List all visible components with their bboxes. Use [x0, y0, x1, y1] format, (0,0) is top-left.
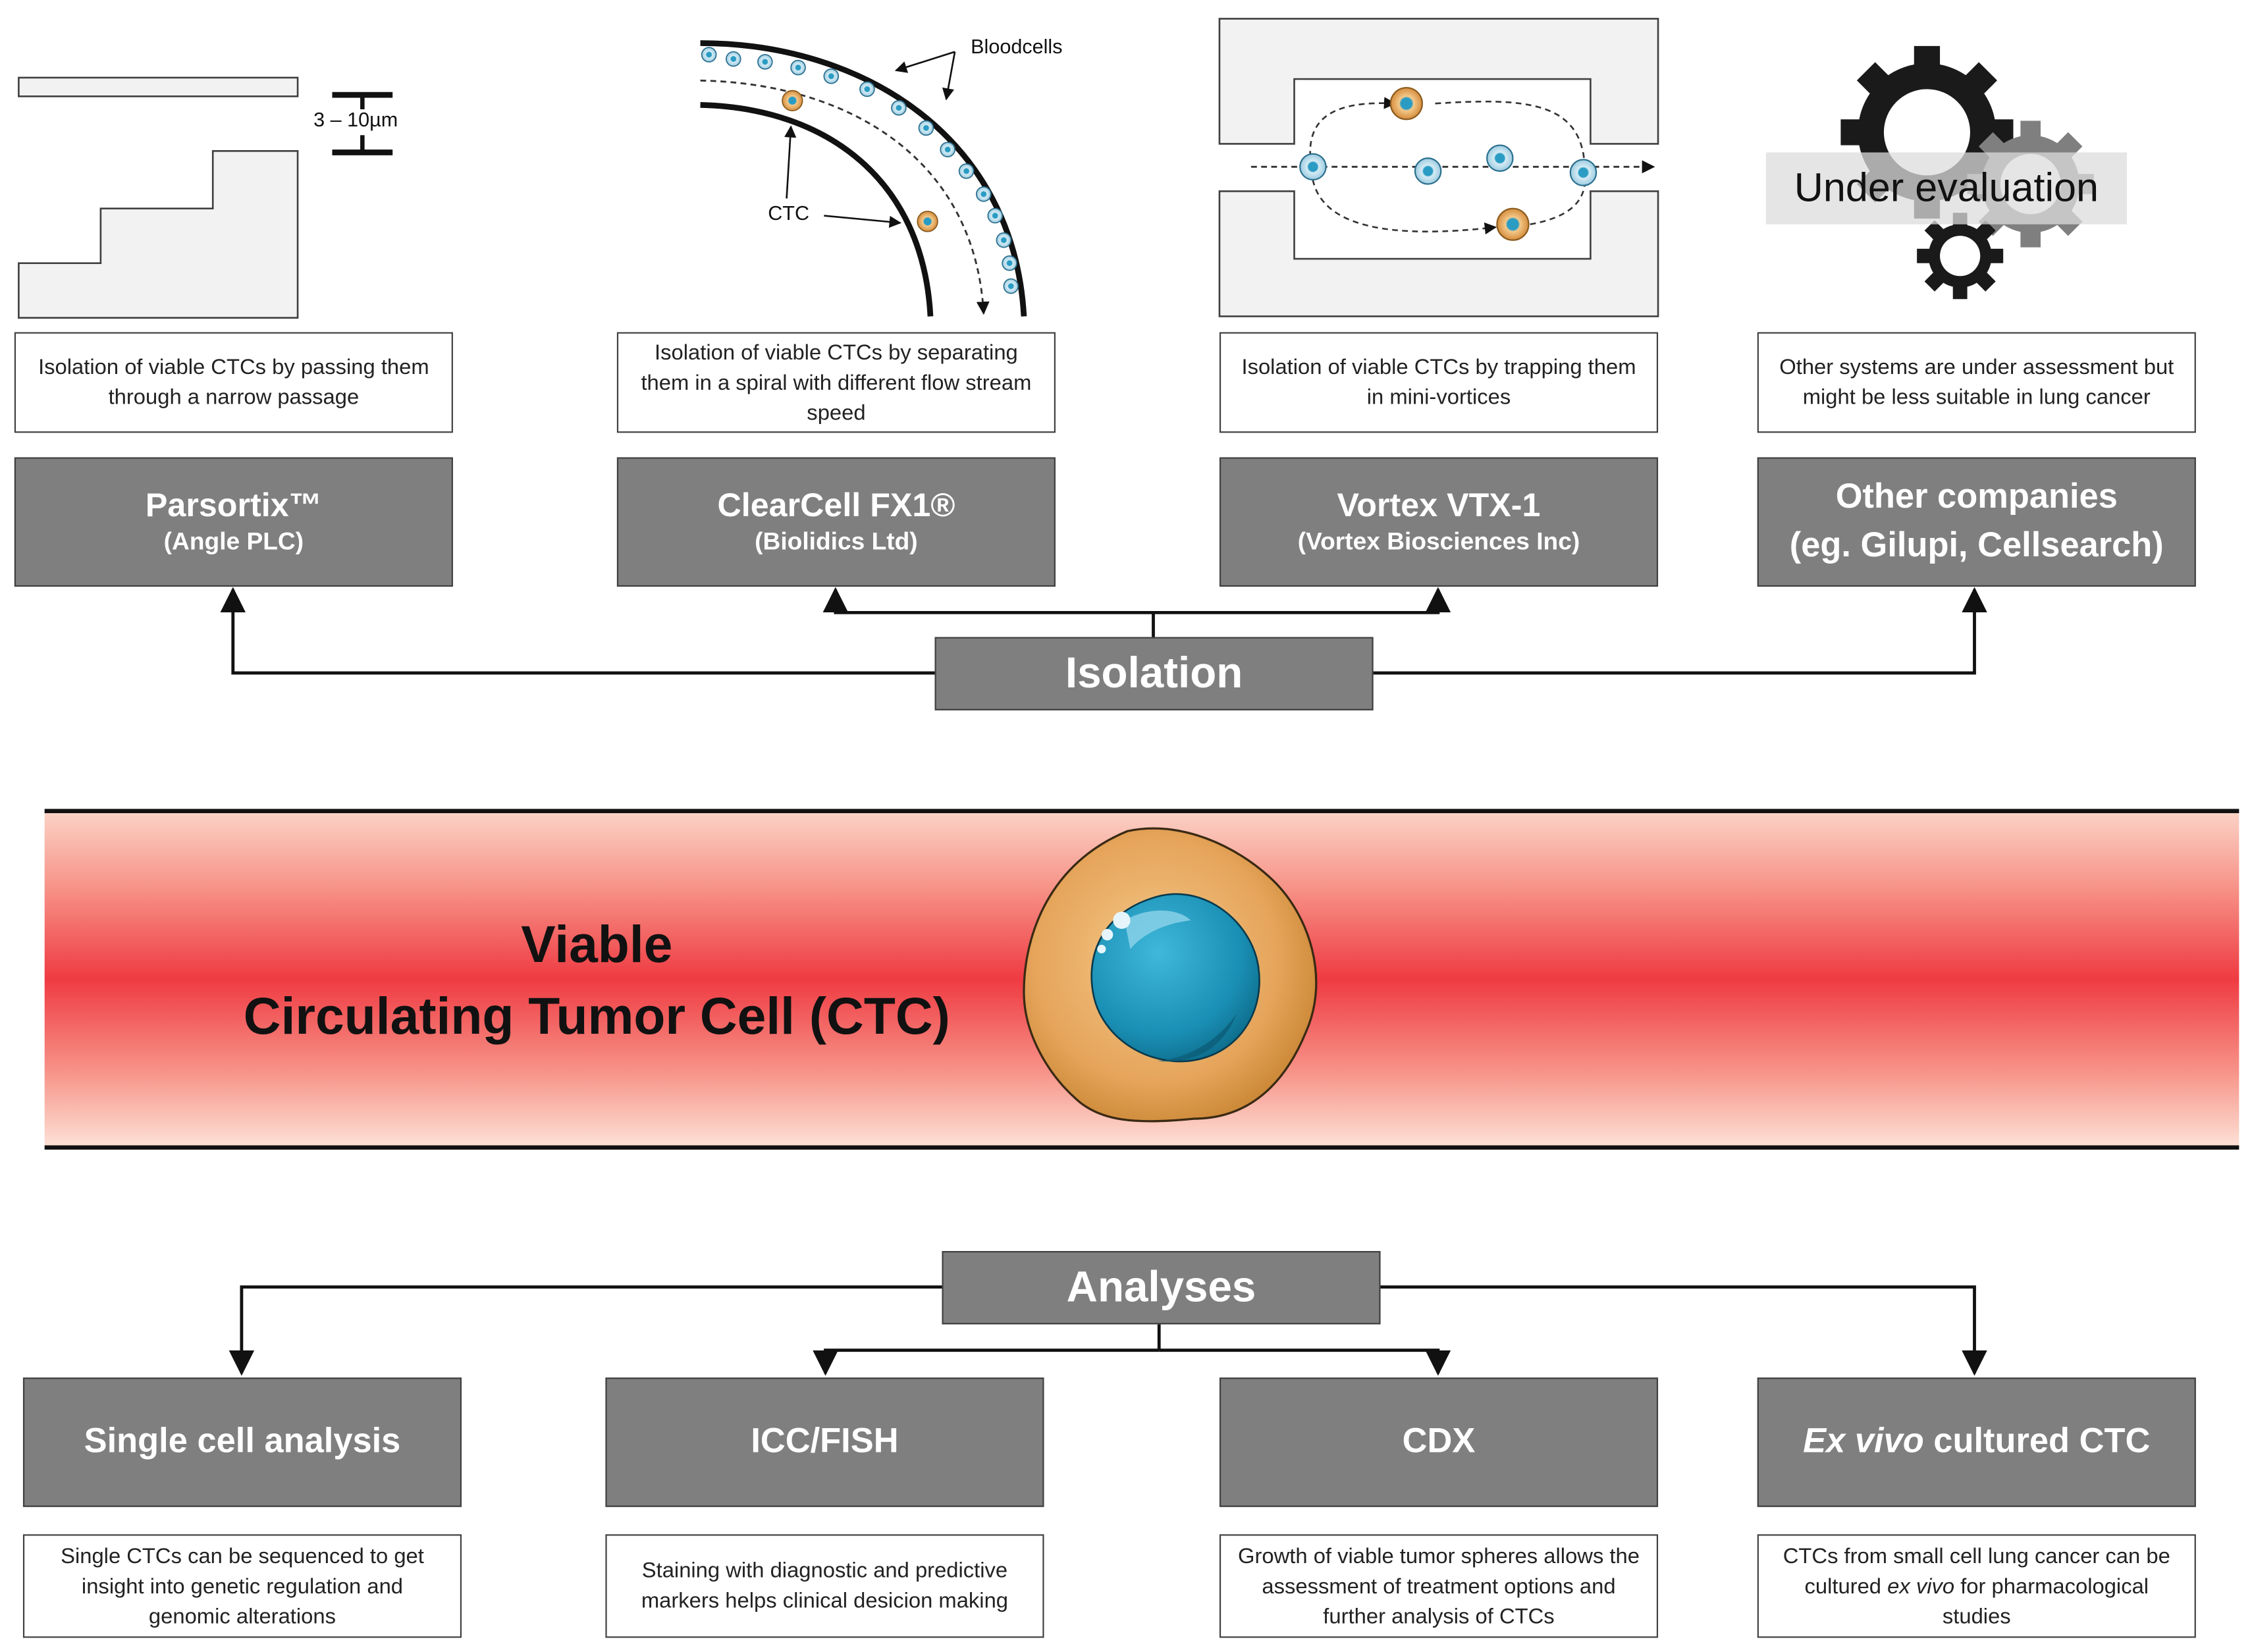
parsortix-name: Parsortix™	[145, 486, 322, 523]
ex-vivo-description-italic: ex vivo	[1887, 1574, 1955, 1599]
vortex-cells	[1299, 87, 1597, 241]
parsortix-company: (Angle PLC)	[163, 527, 304, 555]
blood-cells	[701, 47, 1019, 294]
vortex-name: Vortex VTX-1	[1337, 486, 1541, 523]
analyses-connectors	[228, 1285, 1987, 1376]
clearcell-name: ClearCell FX1®	[717, 486, 955, 523]
center-title-line2: Circulating Tumor Cell (CTC)	[243, 986, 950, 1046]
isolation-connectors	[220, 587, 1987, 675]
parsortix-description: Isolation of viable CTCs by passing them…	[14, 332, 453, 433]
cdx-box: CDX	[1219, 1377, 1659, 1507]
ctc-cells	[782, 90, 938, 232]
clearcell-spiral-illustration	[700, 40, 1027, 317]
analyses-hub: Analyses	[942, 1251, 1381, 1325]
icc-fish-description: Staining with diagnostic and predictive …	[605, 1534, 1044, 1638]
icc-fish-name: ICC/FISH	[751, 1422, 899, 1461]
ex-vivo-description: CTCs from small cell lung cancer can be …	[1757, 1534, 2196, 1638]
tumor-cell-illustration	[1023, 827, 1318, 1123]
under-evaluation-label: Under evaluation	[1765, 152, 2128, 225]
icc-fish-box: ICC/FISH	[605, 1377, 1044, 1507]
vortex-illustration	[1218, 18, 1659, 317]
ex-vivo-name-italic: Ex vivo	[1803, 1422, 1924, 1461]
single-cell-analysis-description: Single CTCs can be sequenced to get insi…	[22, 1534, 462, 1638]
ex-vivo-name-rest: cultured CTC	[1923, 1422, 2151, 1461]
center-title-line1: Viable	[521, 914, 673, 974]
cdx-name: CDX	[1402, 1422, 1476, 1461]
clearcell-description: Isolation of viable CTCs by separating t…	[616, 332, 1056, 433]
other-companies-name: Other companies	[1835, 477, 2118, 517]
scale-label: 3 – 10µm	[313, 107, 398, 131]
analyses-hub-label: Analyses	[1066, 1263, 1256, 1311]
other-companies-box: Other companies (eg. Gilupi, Cellsearch)	[1757, 457, 2196, 587]
vortex-box: Vortex VTX-1 (Vortex Biosciences Inc)	[1219, 457, 1659, 587]
clearcell-box: ClearCell FX1® (Biolidics Ltd)	[616, 457, 1056, 587]
clearcell-company: (Biolidics Ltd)	[755, 527, 918, 555]
center-title: Viable Circulating Tumor Cell (CTC)	[216, 909, 978, 1052]
single-cell-analysis-name: Single cell analysis	[84, 1422, 401, 1461]
ctc-label: CTC	[768, 201, 810, 225]
ex-vivo-description-post: for pharmacological studies	[1942, 1574, 2149, 1629]
parsortix-box: Parsortix™ (Angle PLC)	[14, 457, 453, 587]
vortex-description: Isolation of viable CTCs by trapping the…	[1219, 332, 1659, 433]
ex-vivo-description-pre: CTCs from small cell lung cancer can be …	[1783, 1543, 2170, 1599]
parsortix-illustration	[18, 76, 412, 319]
single-cell-analysis-box: Single cell analysis	[22, 1377, 462, 1507]
blood-cells-label: Bloodcells	[971, 34, 1063, 58]
vortex-company: (Vortex Biosciences Inc)	[1297, 527, 1580, 555]
ex-vivo-box: Ex vivo cultured CTC	[1757, 1377, 2196, 1507]
isolation-hub-label: Isolation	[1065, 649, 1243, 697]
cdx-description: Growth of viable tumor spheres allows th…	[1219, 1534, 1659, 1638]
other-companies-examples: (eg. Gilupi, Cellsearch)	[1789, 526, 2164, 566]
other-companies-description: Other systems are under assessment but m…	[1757, 332, 2196, 433]
isolation-hub: Isolation	[934, 637, 1374, 710]
ex-vivo-name: Ex vivo cultured CTC	[1803, 1422, 2150, 1462]
ex-vivo-description-text: CTCs from small cell lung cancer can be …	[1773, 1541, 2180, 1632]
